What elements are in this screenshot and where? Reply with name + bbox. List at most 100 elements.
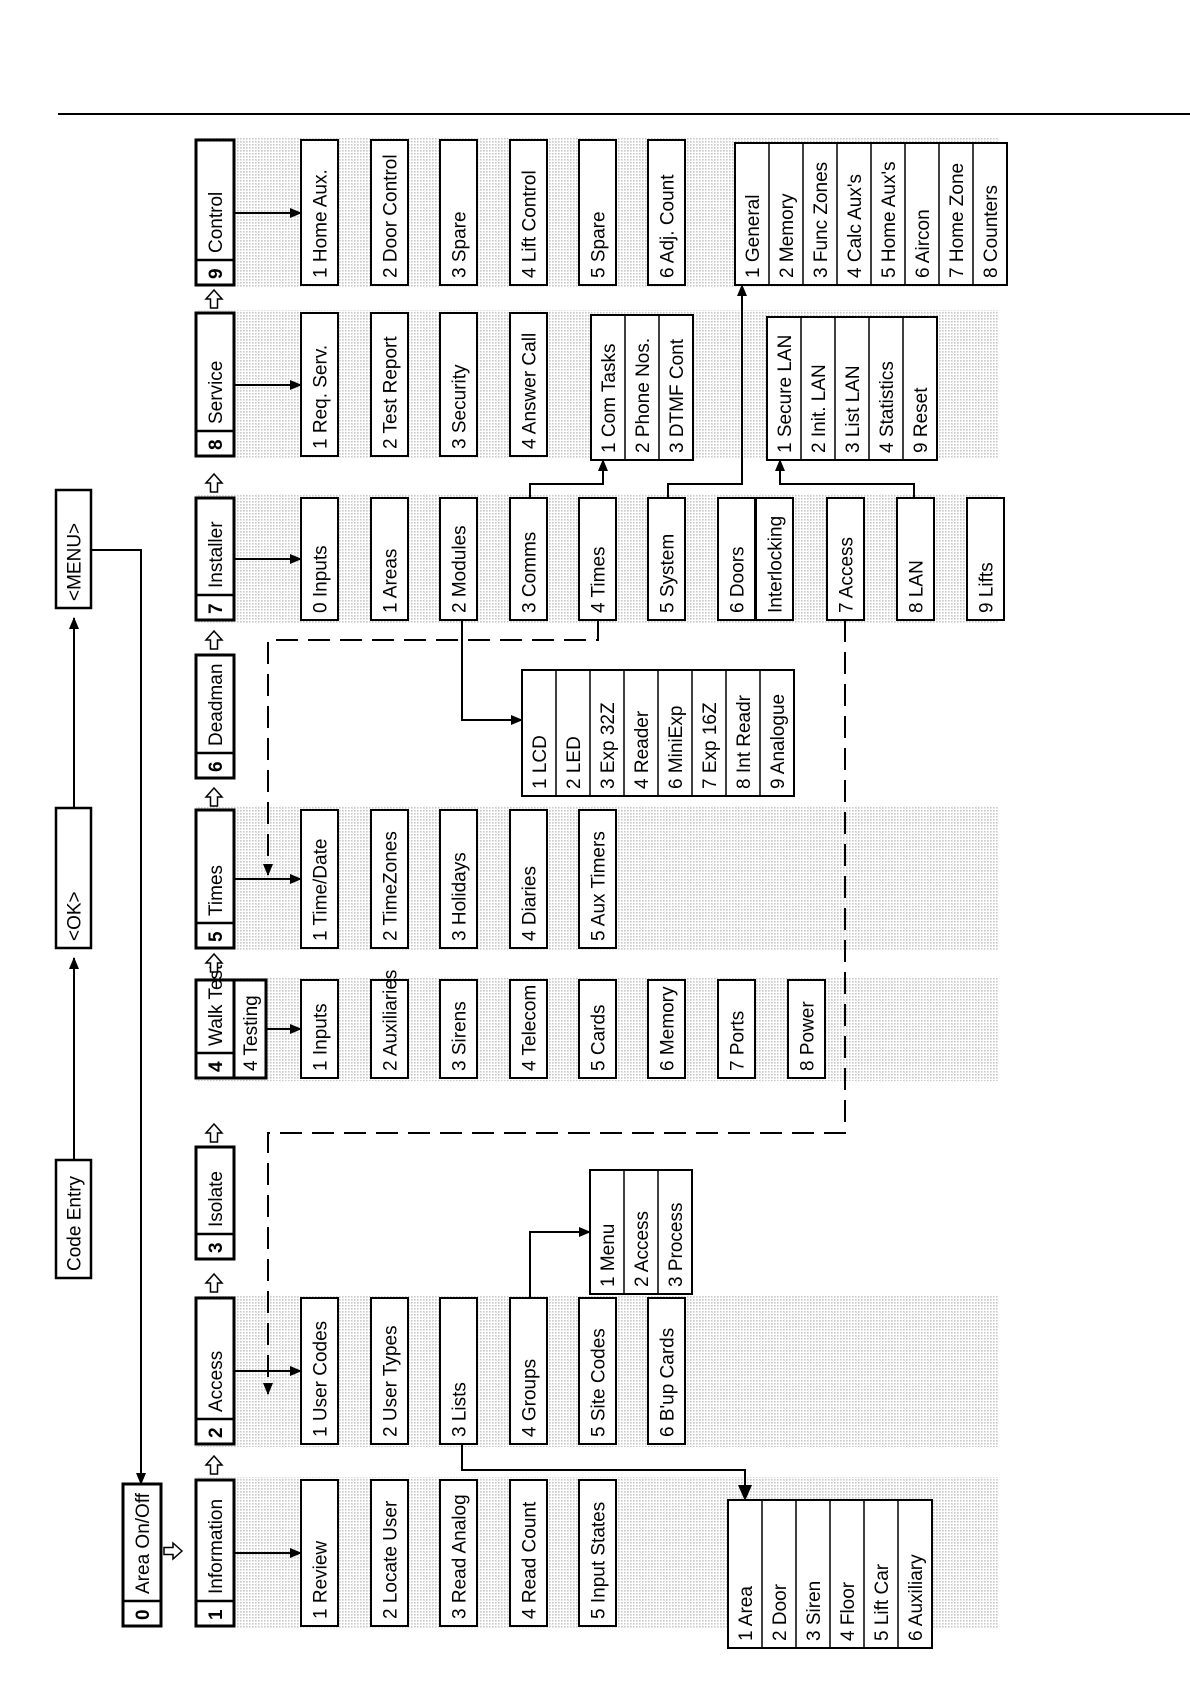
system-connector xyxy=(667,284,747,498)
item-control-2-door-control: 2 Door Control xyxy=(370,139,409,286)
menu-label: 4 Diaries xyxy=(520,866,541,941)
hollow-arrow-icon xyxy=(204,952,224,973)
hollow-arrow-icon xyxy=(204,786,224,807)
menu-label: 1 Home Aux. xyxy=(311,169,332,278)
menu-label: 4 Telecom xyxy=(520,985,541,1071)
menu-label: 5 Input States xyxy=(589,1502,610,1619)
menu-label: 2 Door Control xyxy=(381,154,402,278)
menu-label: 0 Inputs xyxy=(311,545,332,613)
hollow-arrow-icon xyxy=(204,288,224,309)
item-walk-test-2-auxiliaries: 2 Auxiliaries xyxy=(370,970,409,1079)
menu-label: 2 TimeZones xyxy=(381,831,402,941)
item-installer-6-doors: 6 Doors xyxy=(717,497,756,621)
menu-label: 3 Holidays xyxy=(450,852,471,941)
hollow-arrow-icon xyxy=(204,472,224,493)
item-installer-interlocking: Interlocking xyxy=(755,497,794,621)
menu-label: 3 Spare xyxy=(450,211,471,278)
menu-label: 3 Comms xyxy=(520,532,541,613)
list-item-7-home-zone: 7 Home Zone xyxy=(947,163,968,278)
list-item-1-lcd: 1 LCD xyxy=(530,735,551,789)
menu-label: Access xyxy=(206,1351,227,1412)
menu-label: 3 Read Analog xyxy=(450,1494,471,1619)
menu-label: 1 Time/Date xyxy=(311,839,332,941)
item-installer-0-inputs: 0 Inputs xyxy=(300,497,339,621)
ok-box: <OK> xyxy=(54,806,93,950)
list-item-8-counters: 8 Counters xyxy=(981,185,1002,278)
menu-number: 3 xyxy=(206,1242,227,1253)
list-item-1-general: 1 General xyxy=(743,195,764,278)
item-installer-8-lan: 8 LAN xyxy=(896,497,935,621)
menu-label: 2 Modules xyxy=(450,525,471,613)
list-item-4-calc-aux-s: 4 Calc Aux's xyxy=(845,174,866,278)
menu-label: 2 User Types xyxy=(381,1325,402,1437)
connector-lines xyxy=(69,208,915,1558)
lists-connector xyxy=(461,1444,752,1501)
hollow-arrow-icon xyxy=(204,1454,224,1475)
menu-walk-test: 4 Walk Test xyxy=(194,964,236,1080)
menu-number: 6 xyxy=(206,761,227,772)
menu-label: 4 Groups xyxy=(520,1359,541,1437)
item-control-5-spare: 5 Spare xyxy=(578,139,617,286)
list-item-4-reader: 4 Reader xyxy=(632,710,653,789)
item-times-2-timezones: 2 TimeZones xyxy=(370,809,409,949)
menu-label: 3 Security xyxy=(450,364,471,449)
item-installer-2-modules: 2 Modules xyxy=(439,497,478,621)
item-installer-3-comms: 3 Comms xyxy=(509,497,548,621)
menu-label: Area On/Off xyxy=(133,1492,154,1594)
item-walk-test-1-inputs: 1 Inputs xyxy=(300,979,339,1079)
item-service-4-answer-call: 4 Answer Call xyxy=(509,312,548,457)
item-walk-test-7-ports: 7 Ports xyxy=(717,979,756,1079)
menu-label: 6 Memory xyxy=(658,986,679,1071)
item-access-1-user-codes: 1 User Codes xyxy=(300,1297,339,1445)
header-rule xyxy=(58,113,1190,115)
list-item-3-dtmf-cont: 3 DTMF Cont xyxy=(667,338,688,453)
hollow-arrows xyxy=(163,288,224,1561)
item-control-1-home-aux: 1 Home Aux. xyxy=(300,139,339,286)
list-item-3-func-zones: 3 Func Zones xyxy=(811,162,832,278)
menu-label: Walk Test xyxy=(206,964,227,1046)
list-item-8-int-readr: 8 Int Readr xyxy=(734,694,755,789)
menu-number: 9 xyxy=(206,268,227,279)
menu-label: Interlocking xyxy=(766,516,787,613)
menu-label: 1 Inputs xyxy=(311,1003,332,1071)
hollow-arrow-icon xyxy=(204,1272,224,1293)
menu-number: 4 xyxy=(206,1061,227,1072)
list-item-1-area: 1 Area xyxy=(736,1586,757,1641)
menu-label: 9 Lifts xyxy=(977,562,998,613)
menu-label: Control xyxy=(206,192,227,253)
menu-label: 1 Review xyxy=(311,1541,332,1619)
menu-testing: 4 Testing xyxy=(232,978,268,1080)
item-information-2-locate-user: 2 Locate User xyxy=(370,1479,409,1627)
item-service-2-test-report: 2 Test Report xyxy=(370,312,409,457)
menu-number: 1 xyxy=(206,1609,227,1620)
list-item-6-auxiliary: 6 Auxiliary xyxy=(906,1554,927,1641)
list-item-2-door: 2 Door xyxy=(770,1583,791,1641)
list-item-2-init-lan: 2 Init. LAN xyxy=(809,364,830,453)
list-item-5-lift-car: 5 Lift Car xyxy=(872,1563,893,1641)
menu-label: 5 Site Codes xyxy=(589,1328,610,1437)
item-walk-test-6-memory: 6 Memory xyxy=(647,979,686,1079)
item-installer-7-access: 7 Access xyxy=(826,497,865,621)
item-control-4-lift-control: 4 Lift Control xyxy=(509,139,548,286)
item-information-5-input-states: 5 Input States xyxy=(578,1479,617,1627)
menu-label: Installer xyxy=(206,521,227,588)
menu-label: Isolate xyxy=(206,1171,227,1227)
list-item-2-led: 2 LED xyxy=(564,736,585,789)
item-installer-5-system: 5 System xyxy=(647,497,686,621)
item-access-2-user-types: 2 User Types xyxy=(370,1297,409,1445)
item-installer-4-times: 4 Times xyxy=(578,497,617,621)
list-item-9-reset: 9 Reset xyxy=(911,387,932,453)
menu-number: 7 xyxy=(206,603,227,614)
code-entry-box: Code Entry xyxy=(54,1158,93,1280)
groups-connector xyxy=(529,1227,591,1298)
item-access-6-b-up-cards: 6 B'up Cards xyxy=(647,1297,686,1445)
menu-label: 4 Lift Control xyxy=(520,170,541,278)
